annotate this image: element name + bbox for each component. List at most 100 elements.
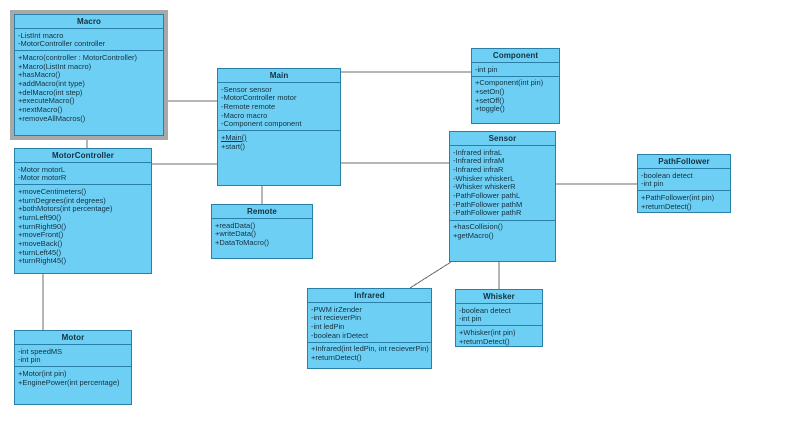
class-methods-component: +Component(int pin) +setOn() +setOff() +… [472, 77, 559, 116]
method-row: +removeAllMacros() [18, 114, 86, 123]
method-row: +returnDetect() [311, 353, 362, 363]
class-methods-macro: +Macro(controller : MotorController) +Ma… [15, 51, 163, 125]
method-row: +moveFront() [18, 230, 64, 240]
method-row: +writeData() [215, 229, 257, 239]
method-row: +Infrared(int ledPin, int recieverPin) [311, 344, 429, 354]
attribute-row: -boolean detect [459, 306, 511, 315]
attribute-row: -int pin [475, 65, 498, 74]
class-box-whisker[interactable]: Whisker -boolean detect -int pin +Whiske… [455, 289, 543, 347]
method-row: +getMacro() [453, 231, 494, 240]
method-row: +moveBack() [18, 239, 63, 249]
class-box-motorcontroller[interactable]: MotorController -Motor motorL -Motor mot… [14, 148, 152, 274]
class-box-remote[interactable]: Remote +readData() +writeData() +DataToM… [211, 204, 313, 259]
method-row: +hasMacro() [18, 70, 61, 80]
attribute-row: -int speedMS [18, 347, 63, 356]
class-attributes-component: -int pin [472, 63, 559, 77]
class-title-motor: Motor [15, 331, 131, 345]
class-attributes-motorcontroller: -Motor motorL -Motor motorR [15, 163, 151, 186]
class-box-infrared[interactable]: Infrared -PWM irZender -int recieverPin … [307, 288, 432, 369]
method-row: +EnginePower(int percentage) [18, 378, 120, 387]
attribute-row: -Motor motorR [18, 173, 67, 183]
method-row: +turnRight45() [18, 256, 67, 266]
class-methods-remote: +readData() +writeData() +DataToMacro() [212, 219, 312, 249]
method-row: +PathFollower(int pin) [641, 193, 715, 202]
method-row: +executeMacro() [18, 96, 75, 106]
attribute-row: -Component component [221, 119, 302, 129]
class-methods-infrared: +Infrared(int ledPin, int recieverPin) +… [308, 343, 431, 364]
class-box-main[interactable]: Main -Sensor sensor -MotorController mot… [217, 68, 341, 186]
attribute-row: -int recieverPin [311, 313, 362, 323]
class-title-whisker: Whisker [456, 290, 542, 304]
attribute-row: -Sensor sensor [221, 85, 272, 94]
method-row: +addMacro(int type) [18, 79, 85, 89]
attribute-row: -Whisker whiskerR [453, 182, 516, 192]
method-row: +Macro(controller : MotorController) [18, 53, 137, 62]
attribute-row: -int pin [459, 314, 482, 324]
method-row: +turnLeft90() [18, 213, 62, 223]
method-row: +nextMacro() [18, 105, 63, 115]
method-row: +hasCollision() [453, 222, 503, 232]
attribute-row: -Motor motorL [18, 165, 66, 174]
class-title-main: Main [218, 69, 340, 83]
class-attributes-main: -Sensor sensor -MotorController motor -R… [218, 83, 340, 132]
spacer [17, 387, 129, 397]
class-title-infrared: Infrared [308, 289, 431, 303]
class-attributes-pathfollower: -boolean detect -int pin [638, 169, 730, 192]
method-row: +Component(int pin) [475, 78, 544, 88]
class-title-sensor: Sensor [450, 132, 555, 146]
attribute-row: -MotorController motor [221, 93, 297, 103]
class-box-motor[interactable]: Motor -int speedMS -int pin +Motor(int p… [14, 330, 132, 405]
class-methods-sensor: +hasCollision() +getMacro() [450, 221, 555, 242]
class-attributes-infrared: -PWM irZender -int recieverPin -int ledP… [308, 303, 431, 343]
attribute-row: -boolean irDetect [311, 331, 369, 340]
attribute-row: -Infrared infraR [453, 165, 504, 174]
class-methods-motor: +Motor(int pin) +EnginePower(int percent… [15, 367, 131, 398]
method-row: +turnRight90() [18, 222, 67, 231]
class-title-pathfollower: PathFollower [638, 155, 730, 169]
class-methods-main: +Main() +start() [218, 131, 340, 162]
attribute-row: -int ledPin [311, 322, 345, 331]
class-methods-motorcontroller: +moveCentimeters() +turnDegrees(int degr… [15, 185, 151, 267]
method-row: +delMacro(int step) [18, 88, 83, 97]
class-title-motorcontroller: MotorController [15, 149, 151, 163]
attribute-row: -PathFollower pathM [453, 200, 523, 209]
attribute-row: -boolean detect [641, 171, 693, 180]
method-row: +Main() [221, 133, 247, 143]
class-attributes-macro: -ListInt macro -MotorController controll… [15, 29, 163, 52]
class-box-pathfollower[interactable]: PathFollower -boolean detect -int pin +P… [637, 154, 731, 213]
class-attributes-whisker: -boolean detect -int pin [456, 304, 542, 327]
class-title-component: Component [472, 49, 559, 63]
attribute-row: -MotorController controller [18, 39, 106, 49]
class-box-component[interactable]: Component -int pin +Component(int pin) +… [471, 48, 560, 124]
attribute-row: -PathFollower pathL [453, 191, 521, 201]
method-row: +turnLeft45() [18, 248, 62, 257]
wire-sensor-infrared [409, 261, 452, 289]
method-row: +setOff() [475, 96, 505, 105]
spacer [220, 151, 338, 161]
method-row: +returnDetect() [459, 337, 510, 346]
class-title-remote: Remote [212, 205, 312, 219]
method-row: +toggle() [475, 104, 505, 114]
attribute-row: -PathFollower pathR [453, 208, 522, 218]
class-attributes-motor: -int speedMS -int pin [15, 345, 131, 368]
method-row: +bothMotors(int percentage) [18, 204, 113, 214]
method-row: +start() [221, 142, 245, 151]
attribute-row: -ListInt macro [18, 31, 64, 40]
class-methods-whisker: +Whisker(int pin) +returnDetect() [456, 326, 542, 347]
attribute-row: -Infrared infraM [453, 156, 505, 166]
class-methods-pathfollower: +PathFollower(int pin) +returnDetect() [638, 191, 730, 212]
class-title-macro: Macro [15, 15, 163, 29]
method-row: +Whisker(int pin) [459, 328, 516, 337]
attribute-row: -Infrared infraL [453, 148, 503, 157]
method-row: +turnDegrees(int degrees) [18, 196, 106, 205]
method-row: +Motor(int pin) [18, 369, 67, 378]
method-row: +setOn() [475, 87, 505, 96]
method-row: +Macro(ListInt macro) [18, 62, 92, 71]
class-box-macro[interactable]: Macro -ListInt macro -MotorController co… [14, 14, 164, 136]
attribute-row: -PWM irZender [311, 305, 362, 314]
attribute-row: -Whisker whiskerL [453, 174, 515, 183]
class-box-sensor[interactable]: Sensor -Infrared infraL -Infrared infraM… [449, 131, 556, 262]
class-attributes-sensor: -Infrared infraL -Infrared infraM -Infra… [450, 146, 555, 221]
